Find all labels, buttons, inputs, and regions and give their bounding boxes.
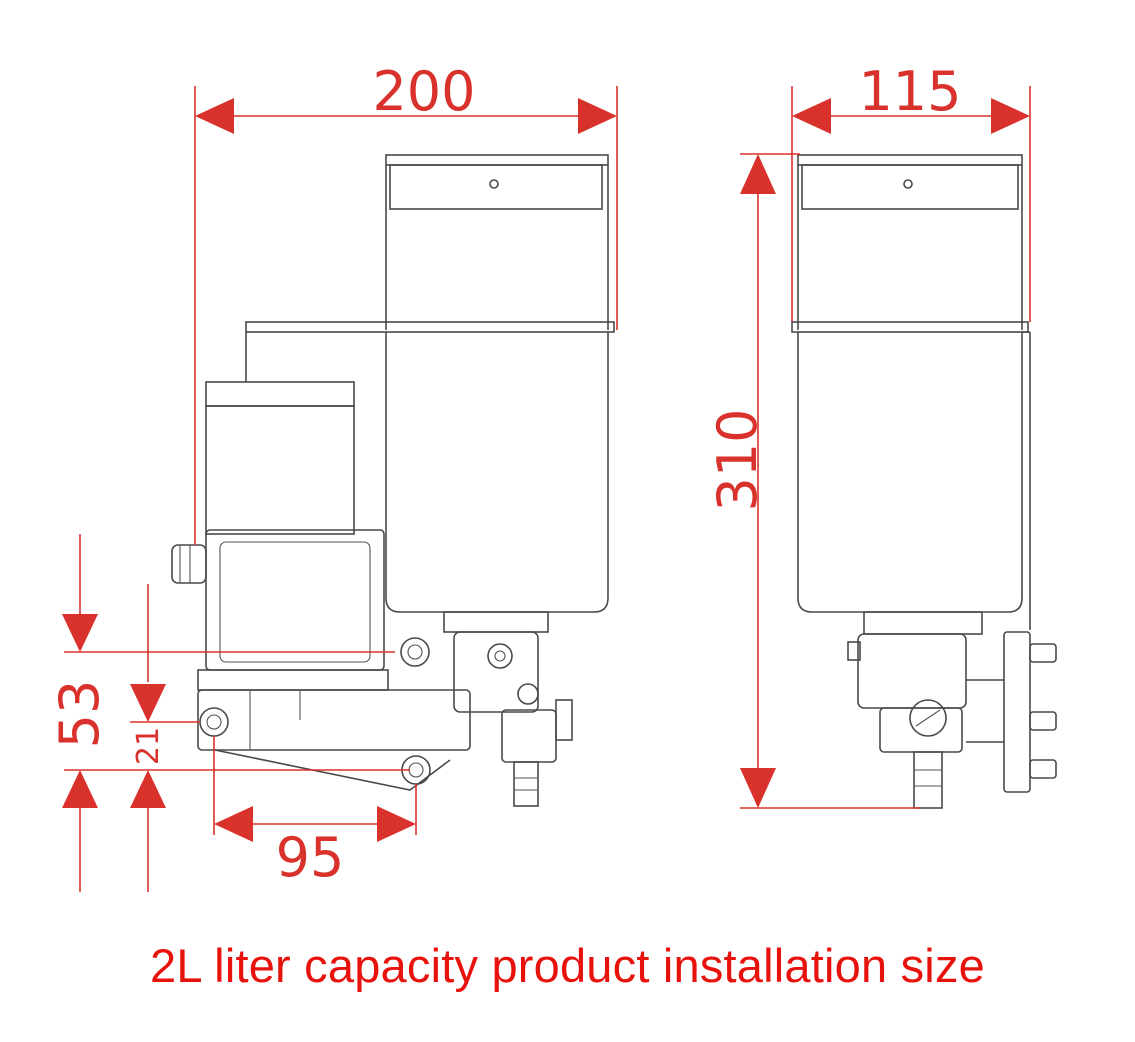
dim-label-200: 200	[372, 60, 475, 123]
dim-label-53: 53	[48, 680, 111, 749]
pump-base	[197, 689, 471, 751]
tank-lid	[385, 154, 609, 166]
arrow-right	[578, 98, 617, 134]
side-pump-valve	[909, 699, 947, 737]
dimension-115: 115	[791, 60, 1031, 322]
side-mounting-plate	[1003, 631, 1031, 793]
dim-label-21: 21	[131, 727, 166, 765]
lower-bracket	[214, 749, 451, 791]
dimension-200: 200	[194, 60, 618, 545]
side-tank-lid	[797, 154, 1023, 166]
mount-hole-upper	[400, 637, 430, 667]
base-plate	[197, 669, 389, 691]
pump-block	[453, 631, 539, 713]
bolt-bottom	[1029, 759, 1057, 779]
side-view	[791, 154, 1057, 809]
bolt-middle	[1029, 711, 1057, 731]
cable-gland	[171, 544, 207, 584]
caption: 2L liter capacity product installation s…	[149, 939, 985, 992]
side-pump-block	[857, 633, 967, 709]
arrow-left	[195, 98, 234, 134]
pump-neck	[443, 611, 549, 633]
dimension-95: 95	[213, 736, 417, 889]
side-outlet-fitting	[913, 751, 943, 809]
mount-hole-left	[199, 707, 229, 737]
front-view	[171, 154, 615, 807]
tank-body	[385, 332, 609, 613]
dimension-53: 53	[48, 534, 410, 892]
side-mounting-shelf	[791, 321, 1029, 333]
outlet-block	[501, 709, 557, 763]
dim-label-310: 310	[706, 408, 769, 511]
dim-label-95: 95	[276, 826, 345, 889]
pump-valve	[487, 643, 513, 669]
motor-cap	[205, 381, 355, 407]
tank-label-plate	[389, 164, 603, 210]
side-tank-body	[797, 332, 1023, 613]
dimension-21: 21	[130, 584, 200, 892]
mounting-shelf	[245, 321, 615, 333]
lid-screw	[489, 179, 499, 189]
motor-body	[205, 405, 355, 535]
dim-label-115: 115	[858, 60, 961, 123]
dimension-310: 310	[706, 153, 920, 809]
outlet-fitting	[513, 761, 539, 807]
bolt-top	[1029, 643, 1057, 663]
junction-box	[205, 529, 385, 671]
